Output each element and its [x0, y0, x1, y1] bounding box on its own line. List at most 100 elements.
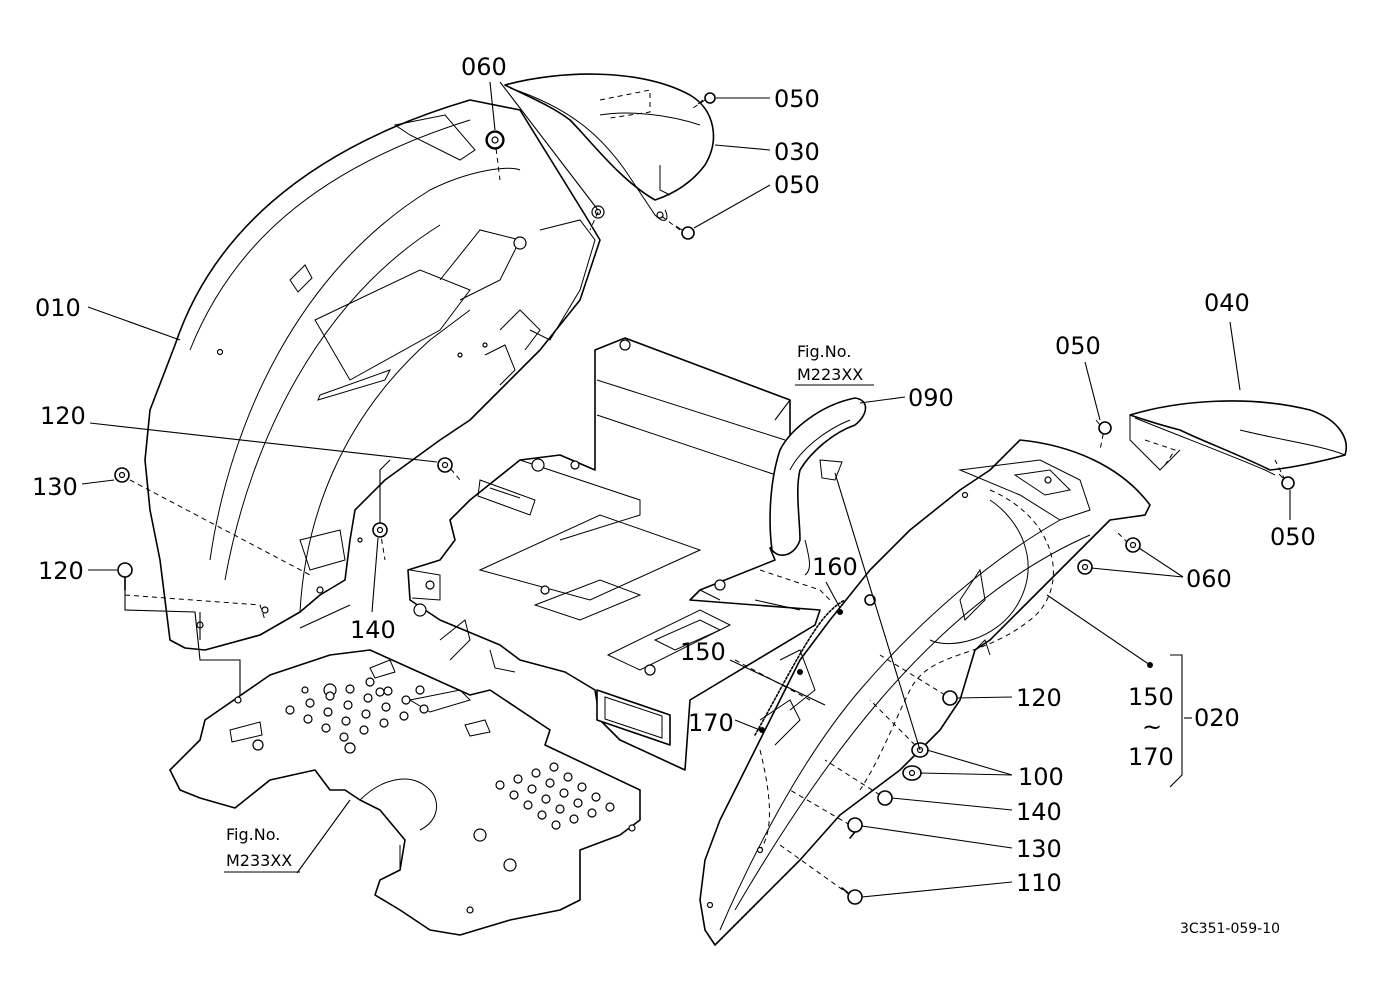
mat-hole	[605, 802, 615, 812]
mat-hole	[509, 790, 519, 800]
nut-060-r1	[1125, 537, 1141, 553]
range-150: 150	[1128, 683, 1174, 711]
washer-100-b	[902, 765, 922, 781]
floor-frame	[407, 337, 821, 771]
label-120-right: 120	[1016, 684, 1062, 712]
label-020: 020	[1194, 704, 1240, 732]
mat-hole	[531, 768, 541, 778]
label-100: 100	[1018, 763, 1064, 791]
fig-ref-title-a: Fig.No.	[797, 342, 851, 361]
bolt-050-a	[697, 92, 716, 105]
floor-mat-front	[169, 649, 641, 936]
mat-hole	[591, 792, 601, 802]
seat-bracket-090	[769, 397, 867, 576]
label-060-right: 060	[1186, 565, 1232, 593]
label-050-c: 050	[1055, 332, 1101, 360]
label-170: 170	[688, 709, 734, 737]
label-140-right: 140	[1016, 798, 1062, 826]
label-150: 150	[680, 638, 726, 666]
label-130-left: 130	[32, 473, 78, 501]
mat-hole	[537, 810, 547, 820]
mat-hole	[551, 820, 561, 830]
fig-ref-title-b: Fig.No.	[226, 825, 280, 844]
bolt-140-right	[877, 790, 893, 806]
mat-hole	[379, 718, 389, 728]
fasteners	[114, 92, 1295, 905]
mat-hole	[345, 684, 355, 694]
leader-lines	[81, 81, 1291, 898]
bolt-140-left	[372, 522, 388, 538]
label-050-b: 050	[774, 171, 820, 199]
mat-hole	[555, 804, 565, 814]
label-050-a: 050	[774, 85, 820, 113]
range-170: 170	[1128, 743, 1174, 771]
mat-hole	[303, 714, 313, 724]
mat-hole	[573, 798, 583, 808]
label-120-left-upper: 120	[40, 402, 86, 430]
bolt-050-d	[1278, 473, 1295, 490]
mat-hole	[399, 711, 409, 721]
mat-hole	[541, 794, 551, 804]
label-110: 110	[1016, 869, 1062, 897]
label-030: 030	[774, 138, 820, 166]
mat-hole	[381, 702, 391, 712]
label-160: 160	[812, 553, 858, 581]
mat-hole	[559, 788, 569, 798]
label-060-top: 060	[461, 53, 507, 81]
bolt-120-right	[942, 690, 958, 706]
mat-hole	[383, 686, 393, 696]
range-separator: ~	[1142, 713, 1162, 741]
top-cover-030	[504, 73, 715, 221]
mat-hole	[523, 800, 533, 810]
mat-hole	[569, 814, 579, 824]
mat-hole	[363, 693, 373, 703]
edge-trim	[754, 599, 1153, 736]
label-040: 040	[1204, 289, 1250, 317]
bolt-050-c	[1095, 419, 1112, 435]
mat-hole	[401, 695, 411, 705]
fig-reference-m233: Fig.No. M233XX	[224, 825, 300, 873]
mat-hole	[419, 704, 429, 714]
mat-hole	[325, 691, 335, 701]
mat-hole	[341, 716, 351, 726]
mat-hole	[343, 700, 353, 710]
nut-060-top	[486, 131, 504, 149]
mat-hole	[495, 780, 505, 790]
mat-hole	[321, 723, 331, 733]
nut-060-r2	[1077, 559, 1093, 575]
fig-ref-code-b: M233XX	[226, 851, 292, 870]
mat-hole	[361, 709, 371, 719]
bolt-110	[841, 887, 863, 905]
mat-hole	[323, 707, 333, 717]
mat-hole	[305, 698, 315, 708]
bolt-130-left	[114, 467, 130, 483]
mat-hole	[359, 725, 369, 735]
label-120-left-lower: 120	[38, 557, 84, 585]
fig-reference-m223: Fig.No. M223XX	[795, 342, 874, 386]
bolt-120-left-upper	[437, 457, 453, 473]
mat-hole	[563, 772, 573, 782]
mat-hole	[527, 784, 537, 794]
rear-cover-040	[1129, 400, 1347, 476]
label-130-right: 130	[1016, 835, 1062, 863]
label-010: 010	[35, 294, 81, 322]
fig-ref-code-a: M223XX	[797, 365, 863, 384]
mat-hole	[365, 677, 375, 687]
bolt-130-right	[847, 817, 863, 839]
label-090: 090	[908, 384, 954, 412]
assembly-lines	[124, 99, 1286, 896]
mat-hole	[285, 705, 295, 715]
drawing-number: 3C351-059-10	[1180, 921, 1280, 937]
mat-hole-grid	[285, 677, 615, 830]
mat-hole	[545, 778, 555, 788]
mat-hole	[513, 774, 523, 784]
label-050-d: 050	[1270, 523, 1316, 551]
mat-hole	[587, 808, 597, 818]
mat-hole	[339, 732, 349, 742]
left-fender	[144, 99, 605, 651]
bolt-050-b	[675, 225, 695, 240]
mat-hole	[577, 782, 587, 792]
bolt-120-left-lower	[117, 562, 133, 591]
mat-hole	[549, 762, 559, 772]
